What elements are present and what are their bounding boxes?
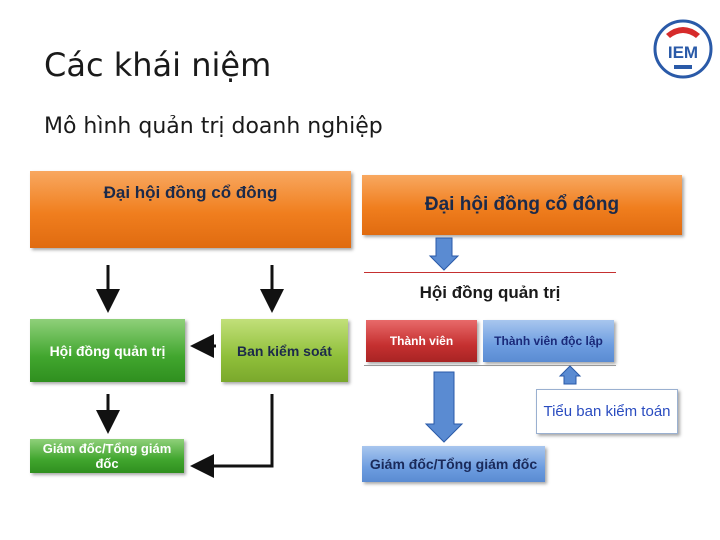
right-board-label: Hội đồng quản trị: [419, 283, 561, 302]
right-board-divider-top: [364, 272, 616, 273]
right-board-divider-bottom: [364, 365, 616, 366]
right-shareholders-box: Đại hội đồng cổ đông: [362, 175, 682, 235]
left-board-box: Hội đồng quản trị: [30, 319, 185, 382]
left-shareholders-label: Đại hội đồng cổ đông: [103, 183, 278, 202]
left-director-label: Giám đốc/Tổng giám đốc: [42, 441, 172, 471]
left-supervisory-box: Ban kiểm soát: [221, 319, 348, 382]
right-shareholders-label: Đại hội đồng cổ đông: [424, 194, 620, 215]
iem-logo: IEM: [652, 18, 714, 80]
logo-text: IEM: [668, 43, 698, 62]
block-arrow-board-to-director: [424, 371, 464, 443]
right-audit-committee-label: Tiểu ban kiểm toán: [543, 403, 671, 420]
connector-supervisory-to-director: [190, 394, 274, 478]
right-independent-member-label: Thành viên độc lập: [494, 334, 603, 348]
left-supervisory-label: Ban kiểm soát: [237, 342, 332, 359]
right-audit-committee-box: Tiểu ban kiểm toán: [536, 389, 678, 434]
right-director-box: Giám đốc/Tổng giám đốc: [362, 446, 545, 482]
slide-title: Các khái niệm: [44, 46, 272, 84]
block-arrow-shareholders-to-board: [428, 237, 460, 271]
right-director-label: Giám đốc/Tổng giám đốc: [369, 456, 538, 472]
left-board-label: Hội đồng quản trị: [49, 342, 166, 359]
block-arrow-audit-to-independent: [558, 365, 582, 385]
left-director-box: Giám đốc/Tổng giám đốc: [30, 439, 184, 473]
left-shareholders-box: Đại hội đồng cổ đông: [30, 171, 351, 248]
right-member-label: Thành viên: [389, 334, 454, 348]
slide-subtitle: Mô hình quản trị doanh nghiệp: [44, 114, 383, 139]
right-member-box: Thành viên: [366, 320, 477, 362]
right-independent-member-box: Thành viên độc lập: [483, 320, 614, 362]
